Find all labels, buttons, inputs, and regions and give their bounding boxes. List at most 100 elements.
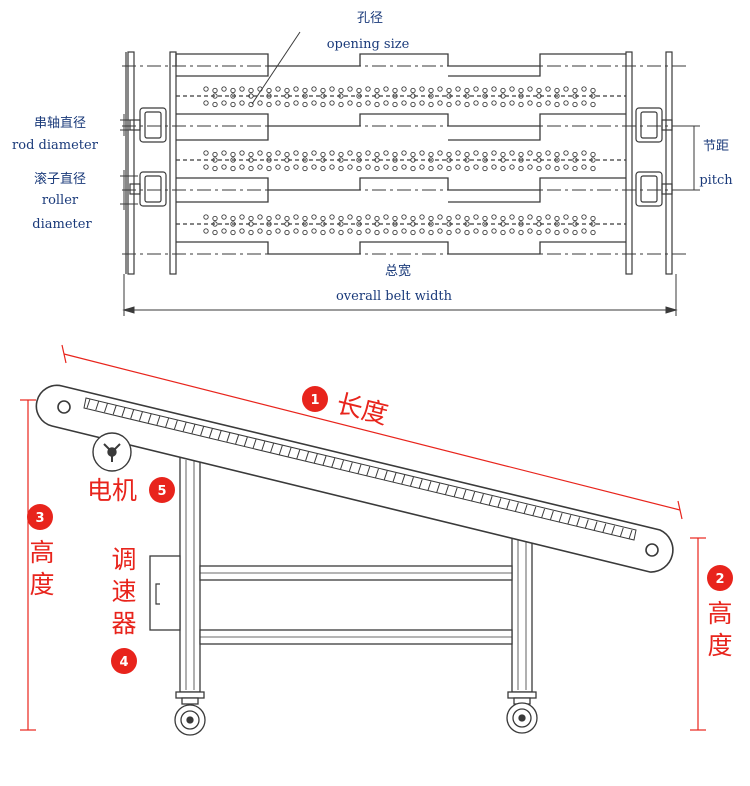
perforation-hole <box>518 101 524 108</box>
pitch-dimension <box>676 125 700 191</box>
perforation-hole <box>320 101 326 108</box>
perforation-hole <box>473 100 479 106</box>
perforation-hole <box>338 165 344 172</box>
perforation-hole <box>374 87 380 94</box>
badge-1-num: 1 <box>310 393 319 408</box>
perforation-hole <box>338 215 344 222</box>
belt-slat <box>191 424 196 434</box>
perforation-hole <box>464 165 470 172</box>
perforation-hole <box>338 221 344 227</box>
left-caster <box>174 691 206 736</box>
perforation-hole <box>338 229 344 236</box>
perforation-hole <box>212 151 218 158</box>
perforation-hole <box>356 221 362 227</box>
perforation-hole <box>536 165 542 172</box>
perforation-hole <box>347 100 353 106</box>
perforation-hole <box>374 101 380 108</box>
perforation-hole <box>230 221 236 227</box>
perforation-hole <box>320 229 326 236</box>
perforation-hole <box>248 101 254 108</box>
rod-diameter-en: rod diameter <box>12 138 99 153</box>
perforation-hole <box>446 87 452 94</box>
perforation-hole <box>212 157 218 163</box>
perforation-hole <box>329 86 335 92</box>
perforation-hole <box>212 221 218 227</box>
perforation-hole <box>275 100 281 106</box>
belt-slat <box>173 419 178 430</box>
perforation-hole <box>347 86 353 92</box>
left-side-plates <box>125 51 177 275</box>
right-height-label: 2 高 度 <box>707 565 733 660</box>
belt-slat <box>86 398 91 409</box>
belt-slat <box>567 515 572 525</box>
perforation-hole <box>581 164 587 170</box>
perforation-hole <box>203 164 209 170</box>
badge-3-num: 3 <box>35 511 44 526</box>
belt-plan-view <box>120 31 700 316</box>
belt-slat <box>130 409 135 419</box>
perforation-hole <box>563 214 569 220</box>
perforation-hole <box>302 165 308 172</box>
perforation-hole <box>581 86 587 92</box>
roller-diameter-en-1: roller <box>42 193 79 208</box>
perforation-hole <box>356 229 362 236</box>
perforation-hole <box>392 157 398 163</box>
perforation-hole <box>347 214 353 220</box>
perforation-hole <box>275 214 281 220</box>
left-height-label: 3 高 度 <box>27 504 55 599</box>
perforation-hole <box>527 150 533 156</box>
perforation-hole <box>257 100 263 106</box>
perforation-hole <box>581 214 587 220</box>
perforation-hole <box>266 101 272 108</box>
badge-2 <box>707 565 733 591</box>
roller-diameter-dimension <box>120 170 138 210</box>
perforation-hole <box>383 150 389 156</box>
perforation-hole <box>572 87 578 94</box>
perforation-hole <box>554 229 560 236</box>
perforation-hole <box>527 86 533 92</box>
belt-slat <box>287 447 292 457</box>
perforation-hole <box>275 164 281 170</box>
perforation-hole <box>302 157 308 163</box>
perforation-hole <box>347 228 353 234</box>
belt-slat <box>270 443 275 453</box>
badge-5-num: 5 <box>157 484 166 499</box>
perforation-hole <box>536 221 542 227</box>
perforation-hole <box>266 93 272 99</box>
left-rollers <box>129 107 167 207</box>
belt-slat <box>104 403 108 413</box>
perforation-hole <box>356 215 362 222</box>
perforation-hole <box>401 214 407 220</box>
perforation-hole <box>212 87 218 94</box>
belt-slat <box>226 432 231 442</box>
perforation-hole <box>572 165 578 172</box>
perforation-hole <box>554 93 560 99</box>
perforation-hole <box>455 214 461 220</box>
perforation-hole <box>428 215 434 222</box>
opening-size-leader <box>251 31 301 105</box>
belt-slat <box>479 493 484 504</box>
perforation-hole <box>536 87 542 94</box>
perforation-hole <box>563 228 569 234</box>
perforation-hole <box>491 164 497 170</box>
perforation-hole <box>221 150 227 156</box>
perforation-hole <box>383 100 389 106</box>
badge-2-num: 2 <box>715 572 724 587</box>
perforation-hole <box>455 164 461 170</box>
perforation-hole <box>518 93 524 99</box>
perforation-hole <box>239 150 245 156</box>
perforation-hole <box>284 229 290 236</box>
perforation-hole <box>320 215 326 222</box>
belt-slat <box>217 430 222 440</box>
perforation-hole <box>554 215 560 222</box>
perforation-hole <box>356 157 362 163</box>
badge-5 <box>149 477 175 503</box>
perforation-hole <box>572 93 578 99</box>
belt-slat <box>313 453 318 464</box>
perforation-hole <box>554 157 560 163</box>
perforation-hole <box>446 151 452 158</box>
perforation-hole <box>212 215 218 222</box>
belt-slat <box>541 508 546 519</box>
perforation-hole <box>302 151 308 158</box>
perforation-hole <box>482 93 488 99</box>
